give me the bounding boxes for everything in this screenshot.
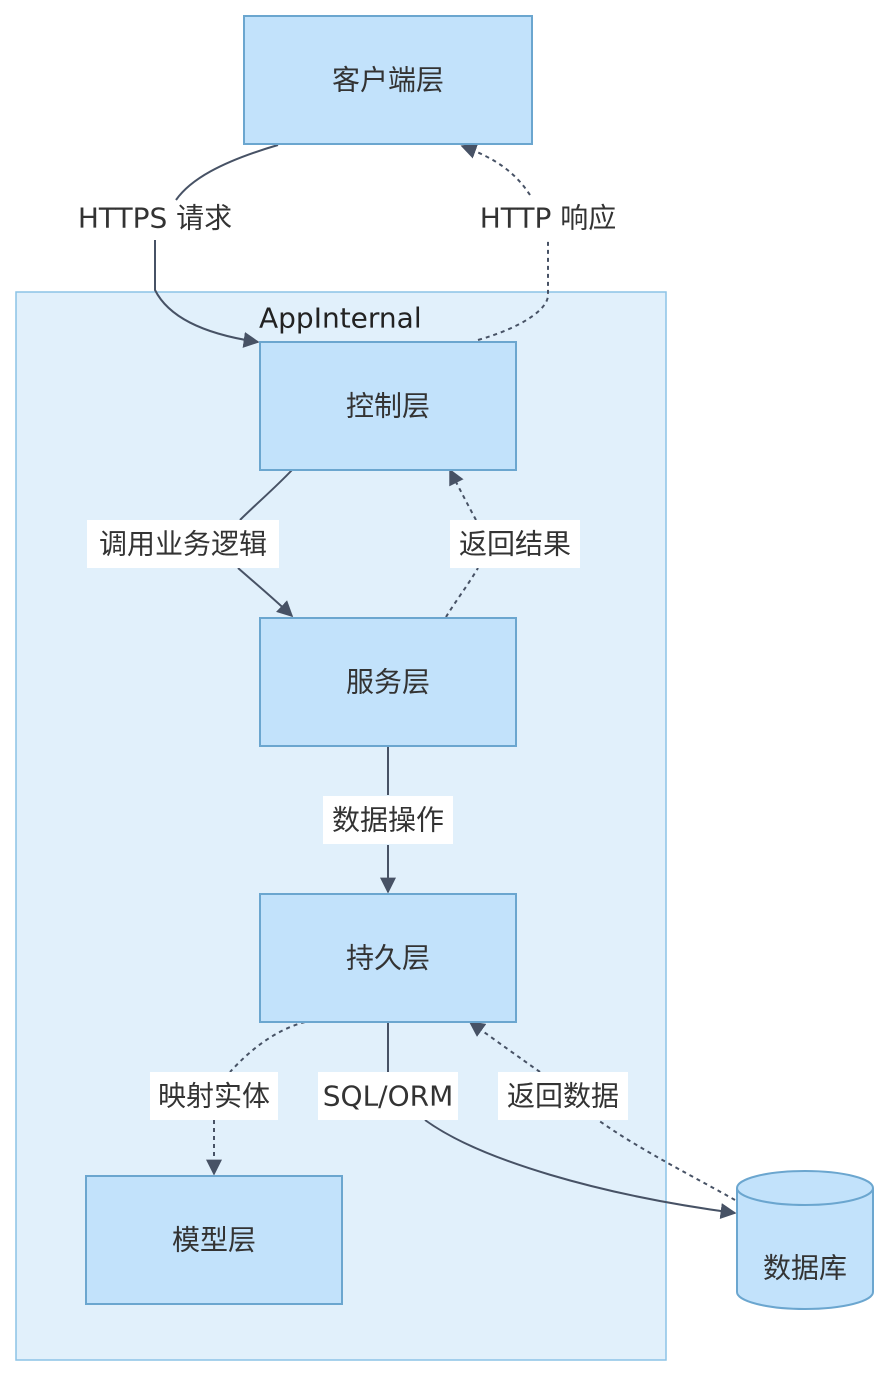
edge-https-request bbox=[154, 144, 279, 342]
edge-map-entity bbox=[214, 1021, 306, 1174]
node-model[interactable]: 模型层 bbox=[85, 1175, 343, 1305]
node-controller[interactable]: 控制层 bbox=[259, 341, 517, 471]
node-database[interactable]: 数据库 bbox=[736, 1170, 874, 1310]
svg-text:返回数据: 返回数据 bbox=[507, 1080, 619, 1113]
cluster-label: AppInternal bbox=[259, 302, 422, 335]
node-label: 模型层 bbox=[172, 1224, 256, 1257]
svg-text:HTTPS 请求: HTTPS 请求 bbox=[78, 202, 232, 235]
edge-label-map-entity: 映射实体 bbox=[150, 1072, 278, 1120]
node-label: 服务层 bbox=[346, 666, 430, 699]
edge-sql-orm bbox=[387, 1022, 735, 1213]
node-client[interactable]: 客户端层 bbox=[243, 15, 533, 145]
edge-label-sql-orm: SQL/ORM bbox=[318, 1072, 458, 1120]
svg-text:数据操作: 数据操作 bbox=[332, 804, 444, 837]
svg-text:HTTP 响应: HTTP 响应 bbox=[480, 202, 617, 235]
edge-return-result bbox=[446, 470, 479, 618]
node-service[interactable]: 服务层 bbox=[259, 617, 517, 747]
node-label: 持久层 bbox=[346, 942, 430, 975]
edge-label-data-operation: 数据操作 bbox=[323, 796, 453, 844]
svg-text:调用业务逻辑: 调用业务逻辑 bbox=[99, 528, 267, 561]
svg-text:SQL/ORM: SQL/ORM bbox=[323, 1080, 454, 1113]
node-label: 客户端层 bbox=[332, 64, 444, 97]
svg-text:返回结果: 返回结果 bbox=[459, 528, 571, 561]
node-persistence[interactable]: 持久层 bbox=[259, 893, 517, 1023]
node-label: 控制层 bbox=[346, 390, 430, 423]
edge-label-http-response: HTTP 响应 bbox=[480, 202, 617, 235]
edge-return-data bbox=[470, 1022, 736, 1201]
node-label: 数据库 bbox=[763, 1252, 847, 1285]
edge-label-https-request: HTTPS 请求 bbox=[78, 202, 232, 235]
edge-call-business bbox=[237, 469, 292, 616]
edge-label-call-business: 调用业务逻辑 bbox=[87, 520, 279, 568]
edge-label-return-result: 返回结果 bbox=[450, 520, 580, 568]
edge-label-return-data: 返回数据 bbox=[498, 1072, 628, 1120]
svg-text:映射实体: 映射实体 bbox=[158, 1080, 270, 1113]
edge-http-response bbox=[462, 146, 549, 341]
